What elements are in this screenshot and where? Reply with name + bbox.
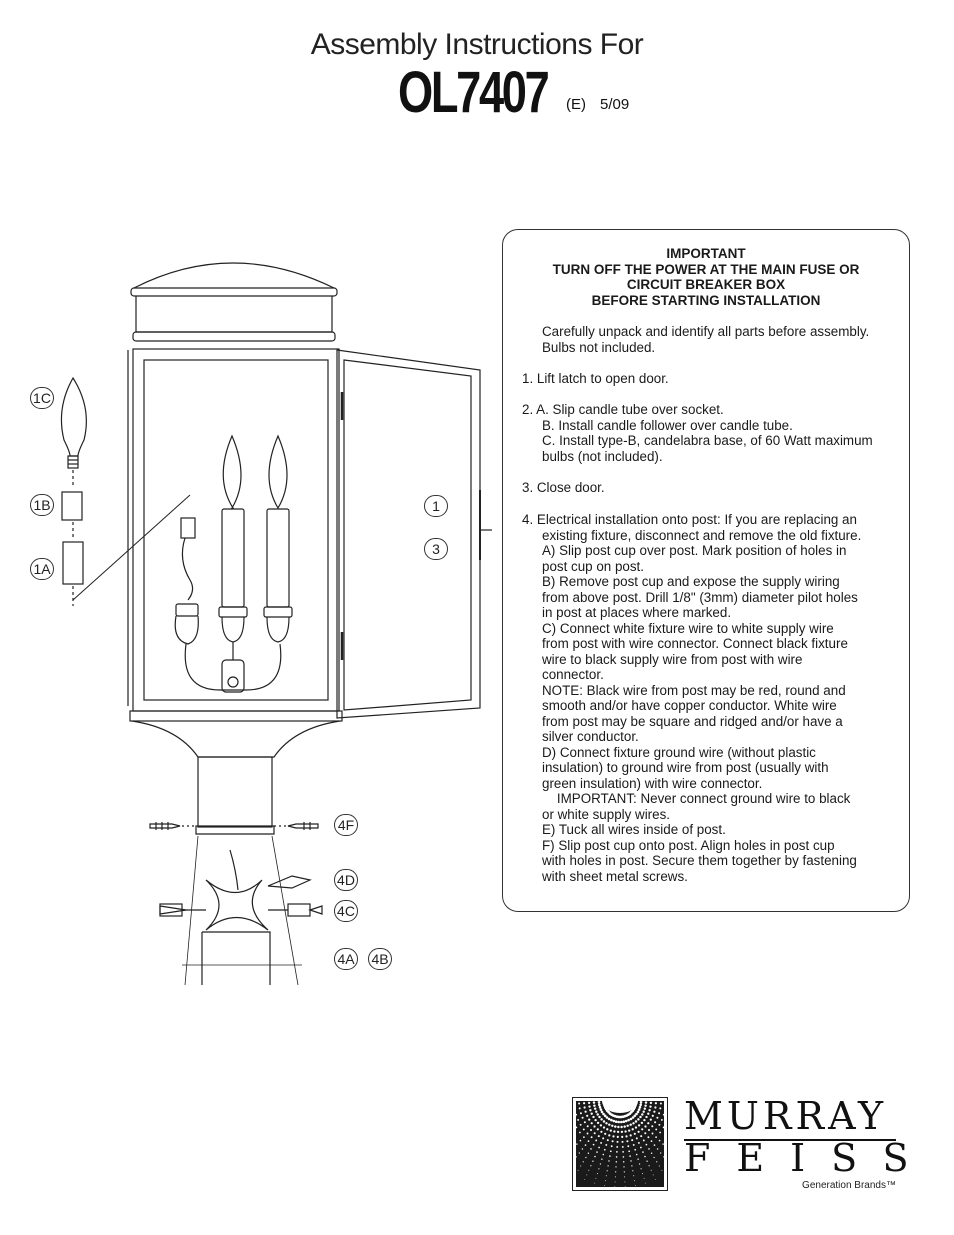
- model-number: OL7407: [398, 60, 550, 125]
- date-label: 5/09: [600, 96, 630, 113]
- revision-info: (E) 5/09: [566, 96, 643, 113]
- step-4-line: in post at places where marked.: [542, 605, 732, 620]
- bulb-1C: [60, 376, 87, 457]
- step-4-line: silver conductor.: [542, 729, 639, 744]
- step-4-line: NOTE: Black wire from post may be red, r…: [542, 682, 846, 698]
- brand-logo-mark: [572, 1097, 668, 1191]
- step-4-line: E) Tuck all wires inside of post.: [542, 822, 726, 837]
- callout-4F: 4F: [334, 814, 358, 836]
- callout-4B: 4B: [368, 948, 392, 970]
- brand-name-line2: FEISS: [684, 1136, 935, 1180]
- step-4-line: from post with wire connector. Connect b…: [542, 636, 848, 651]
- step-4-line: with holes in post. Secure them together…: [542, 853, 857, 868]
- intro-paragraph: Carefully unpack and identify all parts …: [542, 324, 869, 355]
- edition-label: (E): [566, 96, 586, 113]
- callout-3: 3: [424, 538, 448, 560]
- step-4-line: post cup on post.: [542, 558, 644, 574]
- step-2: 2. A. Slip candle tube over socket. B. I…: [522, 402, 873, 464]
- callout-1: 1: [424, 495, 448, 517]
- step-4-line: 4. Electrical installation onto post: If…: [522, 512, 857, 527]
- bulb-left: [222, 434, 242, 509]
- heading-line: BEFORE STARTING INSTALLATION: [591, 292, 821, 308]
- open-door: [336, 349, 481, 719]
- lantern-top-band: [130, 287, 338, 297]
- heading-line: CIRCUIT BREAKER BOX: [626, 277, 786, 292]
- lamp-post: [201, 931, 271, 985]
- callout-1C: 1C: [30, 387, 54, 409]
- step-4-line: green insulation) with wire connector.: [542, 775, 763, 791]
- candle-tube-left: [221, 508, 245, 608]
- step-4-line: existing fixture, disconnect and remove …: [542, 527, 862, 543]
- step-2-line: bulbs (not included).: [542, 448, 663, 464]
- bulb-right: [268, 434, 288, 510]
- intro-line: Bulbs not included.: [542, 339, 656, 355]
- step-4-line: B) Remove post cup and expose the supply…: [542, 574, 840, 589]
- wire-connectors: [205, 879, 269, 931]
- candle-tube-1A: [62, 541, 84, 585]
- step-4-line: connector.: [542, 667, 604, 682]
- lantern-glass-panel: [143, 359, 329, 701]
- lantern-top-cap: [133, 262, 335, 289]
- screw-right: [287, 823, 319, 829]
- candelabra-arms: [184, 643, 282, 691]
- step-4-line: IMPORTANT: Never connect ground wire to …: [542, 791, 851, 806]
- heading-line: IMPORTANT: [666, 246, 746, 261]
- callout-4A: 4A: [334, 948, 358, 970]
- callout-4C: 4C: [334, 900, 358, 922]
- intro-line: Carefully unpack and identify all parts …: [542, 324, 870, 339]
- candle-tube-right: [266, 508, 290, 608]
- sunburst-icon: [576, 1101, 664, 1187]
- page-title: Assembly Instructions For: [310, 28, 644, 61]
- step-4-line: from above post. Drill 1/8" (3mm) diamet…: [542, 589, 858, 605]
- candle-follower-1B: [61, 491, 83, 521]
- step-4: 4. Electrical installation onto post: If…: [522, 512, 861, 884]
- step-4-line: insulation) to ground wire from post (us…: [542, 760, 829, 775]
- step-4-line: wire to black supply wire from post with…: [542, 651, 803, 667]
- step-4-line: D) Connect fixture ground wire (without …: [542, 744, 816, 760]
- brand-tagline: Generation Brands™: [802, 1180, 896, 1191]
- step-4-line: A) Slip post cup over post. Mark positio…: [542, 543, 847, 558]
- step-2-line: C. Install type-B, candelabra base, of 6…: [542, 433, 873, 448]
- step-3: 3. Close door.: [522, 480, 605, 495]
- step-1: 1. Lift latch to open door.: [522, 371, 669, 386]
- lantern-body: [132, 348, 340, 712]
- step-4-line: F) Slip post cup onto post. Align holes …: [542, 837, 835, 853]
- step-4-line: from post may be square and ridged and/o…: [542, 713, 843, 729]
- step-4-line: with sheet metal screws.: [542, 868, 688, 884]
- instructions-panel: IMPORTANT TURN OFF THE POWER AT THE MAIN…: [502, 229, 910, 912]
- step-4-line: C) Connect white fixture wire to white s…: [542, 620, 834, 636]
- brand-name-line1: MURRAY: [684, 1094, 888, 1138]
- brand-divider: [684, 1139, 896, 1141]
- post-cup: [197, 756, 273, 828]
- step-2-line: B. Install candle follower over candle t…: [542, 417, 793, 433]
- step-4-line: or white supply wires.: [542, 806, 671, 822]
- heading-line: TURN OFF THE POWER AT THE MAIN FUSE OR: [552, 261, 860, 277]
- callout-1B: 1B: [30, 494, 54, 516]
- screw-left: [149, 823, 181, 829]
- callout-4D: 4D: [334, 869, 358, 891]
- step-4-line: smooth and/or have copper conductor. Whi…: [542, 698, 837, 713]
- important-heading: IMPORTANT TURN OFF THE POWER AT THE MAIN…: [503, 246, 909, 308]
- step-2-line: 2. A. Slip candle tube over socket.: [522, 402, 724, 417]
- fixture-diagram: [60, 262, 492, 986]
- lantern-base-flare: [131, 720, 341, 758]
- callout-1A: 1A: [30, 558, 54, 580]
